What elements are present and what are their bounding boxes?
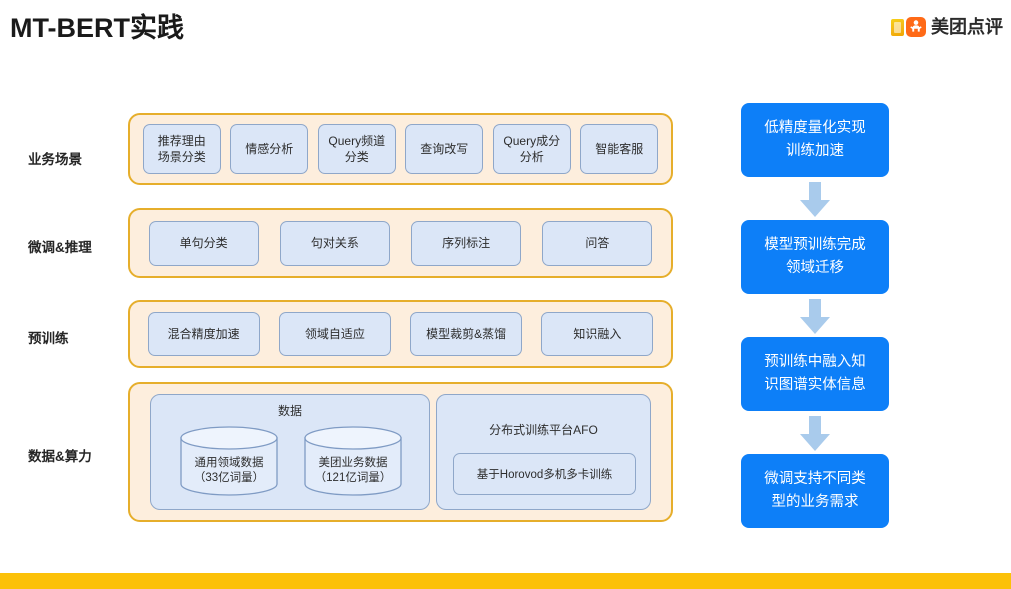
- chip-query-component[interactable]: Query成分 分析: [492, 124, 571, 174]
- flow-box-finetune-business-needs[interactable]: 微调支持不同类 型的业务需求: [741, 454, 889, 528]
- band-pretrain: 混合精度加速 领域自适应 模型裁剪&蒸馏 知识融入: [128, 300, 673, 368]
- flow-box-low-precision-quantization[interactable]: 低精度量化实现 训练加速: [741, 103, 889, 177]
- chip-smart-customer-service[interactable]: 智能客服: [580, 124, 659, 174]
- cylinder-general-label: 通用领域数据 （33亿词量）: [193, 457, 265, 484]
- flow-box-pretrain-domain-transfer[interactable]: 模型预训练完成 领域迁移: [741, 220, 889, 294]
- brand-logo: 美团点评: [891, 14, 1003, 40]
- chip-sentiment-analysis[interactable]: 情感分析: [230, 124, 309, 174]
- chip-domain-adaptation[interactable]: 领域自适应: [278, 312, 391, 356]
- chip-knowledge-fusion[interactable]: 知识融入: [541, 312, 654, 356]
- band-finetune: 单句分类 句对关系 序列标注 问答: [128, 208, 673, 278]
- chip-sequence-labeling[interactable]: 序列标注: [411, 220, 522, 266]
- chip-horovod-training[interactable]: 基于Horovod多机多卡训练: [453, 453, 636, 495]
- band-data: 数据 通用领域数据 （33亿词量） 美团业务数据 （121亿词量） 分布式训练平…: [128, 382, 673, 522]
- page-title: MT-BERT实践: [10, 13, 184, 43]
- band-scenarios: 推荐理由 场景分类 情感分析 Query频道 分类 查询改写 Query成分 分…: [128, 113, 673, 185]
- bottom-accent-bar: [0, 573, 1011, 589]
- cylinder-meituan-label: 美团业务数据 （121亿词量）: [314, 457, 392, 484]
- chip-sentence-pair-relation[interactable]: 句对关系: [279, 220, 390, 266]
- meituan-kangaroo-icon: [906, 17, 926, 37]
- arrow-down-icon: [800, 416, 830, 451]
- chip-mixed-precision[interactable]: 混合精度加速: [147, 312, 260, 356]
- chip-question-answering[interactable]: 问答: [542, 220, 653, 266]
- cylinder-shape-icon: [304, 426, 402, 496]
- row-label-scenarios: 业务场景: [28, 152, 82, 167]
- chip-recommendation-reason[interactable]: 推荐理由 场景分类: [142, 124, 221, 174]
- cylinder-meituan-business-data[interactable]: 美团业务数据 （121亿词量）: [301, 425, 405, 497]
- chip-query-channel-classify[interactable]: Query频道 分类: [317, 124, 396, 174]
- panel-data-title: 数据: [277, 404, 302, 418]
- chip-query-rewrite[interactable]: 查询改写: [405, 124, 484, 174]
- flow-box-knowledge-graph-entity[interactable]: 预训练中融入知 识图谱实体信息: [741, 337, 889, 411]
- cylinder-shape-icon: [180, 426, 278, 496]
- row-label-data: 数据&算力: [28, 449, 92, 464]
- meituan-square-icon: [891, 18, 904, 36]
- brand-name: 美团点评: [931, 17, 1003, 37]
- row-label-pretrain: 预训练: [28, 331, 69, 346]
- panel-data: 数据 通用领域数据 （33亿词量） 美团业务数据 （121亿词量）: [150, 394, 430, 510]
- panel-afo-title: 分布式训练平台AFO: [489, 423, 598, 437]
- arrow-down-icon: [800, 299, 830, 334]
- cylinder-general-domain-data[interactable]: 通用领域数据 （33亿词量）: [177, 425, 281, 497]
- row-label-finetune: 微调&推理: [28, 240, 92, 255]
- chip-pruning-distillation[interactable]: 模型裁剪&蒸馏: [410, 312, 523, 356]
- arrow-down-icon: [800, 182, 830, 217]
- chip-single-sentence-classify[interactable]: 单句分类: [148, 220, 259, 266]
- panel-afo: 分布式训练平台AFO 基于Horovod多机多卡训练: [436, 394, 651, 510]
- kangaroo-glyph-icon: [910, 20, 922, 32]
